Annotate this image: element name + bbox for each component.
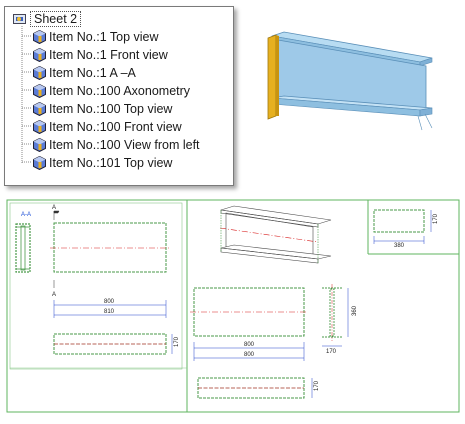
tree-item-label: Item No.:101 Top view (49, 155, 173, 170)
view-item-icon (33, 29, 46, 44)
tree-item-8[interactable]: Item No.:101 Top view (33, 154, 172, 171)
item100-front-view (190, 287, 308, 361)
tree-item-label: Item No.:100 View from left (49, 137, 200, 152)
tree-item-2[interactable]: Item No.:1 Front view (33, 46, 168, 63)
sheet-icon (13, 14, 26, 24)
dim-800-front-1: 800 (244, 342, 255, 348)
tree-item-3[interactable]: Item No.:1 A –A (33, 64, 136, 81)
tree-item-label: Item No.:100 Top view (49, 101, 173, 116)
view-item-icon (33, 119, 46, 134)
cut-marker-label-top: A (52, 205, 56, 211)
dim-170-item101: 170 (433, 213, 439, 224)
item1-dimensions (53, 300, 167, 318)
sheet-frame (6, 199, 460, 413)
model-tree-panel: Sheet 2 Item No.:1 Top view Item No.:1 F… (4, 6, 234, 186)
tree-item-label: Item No.:1 A –A (49, 65, 136, 80)
tree-item-5[interactable]: Item No.:100 Top view (33, 100, 172, 117)
tree-node-sheet[interactable]: Sheet 2 (13, 10, 82, 27)
view-item-icon (33, 101, 46, 116)
view-item-icon (33, 47, 46, 62)
tree-item-label: Item No.:100 Front view (49, 119, 182, 134)
view-item-icon (33, 83, 46, 98)
dim-170-item100: 170 (314, 380, 320, 391)
item101-top-view (373, 209, 432, 244)
item100-top-view (197, 377, 313, 399)
item1-front-view (50, 222, 170, 273)
dim-810: 810 (104, 309, 115, 315)
tree-item-label: Item No.:1 Front view (49, 47, 168, 62)
sheet-label: Sheet 2 (30, 10, 82, 27)
dim-360: 360 (352, 305, 358, 316)
item100-left-view (322, 284, 349, 347)
dim-170-side: 170 (326, 349, 337, 355)
cut-marker-label-bottom: A (52, 292, 56, 298)
tree-item-1[interactable]: Item No.:1 Top view (33, 28, 159, 45)
section-view-label: A-A (21, 212, 31, 218)
dim-380: 380 (394, 243, 405, 249)
tree-item-label: Item No.:1 Top view (49, 29, 159, 44)
tree-item-label: Item No.:100 Axonometry (49, 83, 191, 98)
tree-item-7[interactable]: Item No.:100 View from left (33, 136, 200, 153)
item100-axonometry-view (219, 205, 332, 264)
view-item-icon (33, 65, 46, 80)
dim-800: 800 (104, 299, 115, 305)
section-view-aa (15, 223, 31, 273)
item1-top-view (53, 333, 173, 355)
dim-800-front-2: 800 (244, 352, 255, 358)
dim-170-left: 170 (174, 336, 180, 347)
tree-item-4[interactable]: Item No.:100 Axonometry (33, 82, 190, 99)
beam-3d-model (267, 31, 433, 131)
view-item-icon (33, 155, 46, 170)
tree-connector-lines (14, 17, 32, 164)
view-item-icon (33, 137, 46, 152)
tree-item-6[interactable]: Item No.:100 Front view (33, 118, 182, 135)
drawing-sheet: A-A A A 800 810 170 (6, 199, 460, 413)
beam-end-plate (267, 34, 277, 120)
